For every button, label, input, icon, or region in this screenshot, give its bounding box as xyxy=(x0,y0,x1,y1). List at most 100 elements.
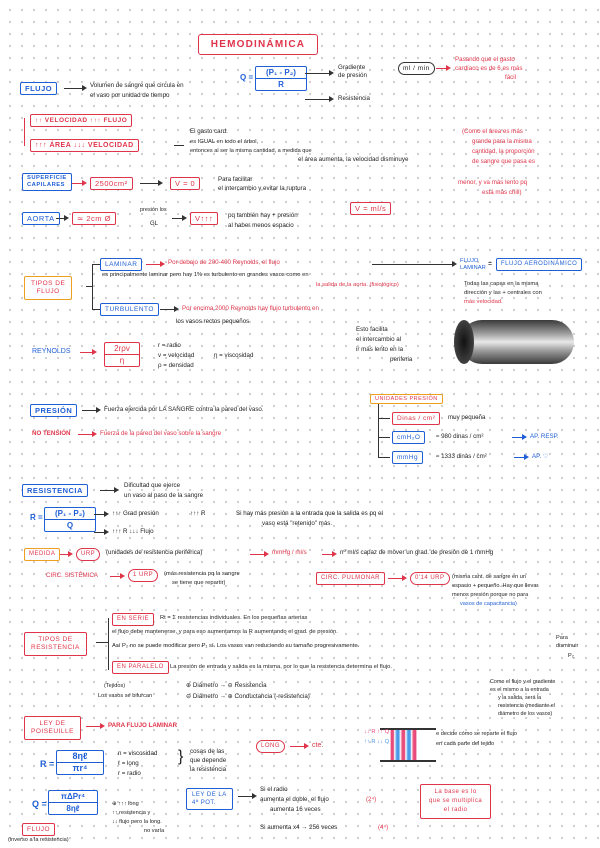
cosas-2: que depende xyxy=(190,757,226,765)
turb-2: los vasos rectos pequeños xyxy=(176,318,249,326)
res-formula: (P₁ - P₂) Q xyxy=(44,507,96,532)
poi-q-den: 8ηℓ xyxy=(49,803,97,814)
tf-line-2: FLUJO xyxy=(31,288,65,296)
connector xyxy=(96,642,108,643)
side-6: la que decide cómo se reparte el flujo xyxy=(424,730,517,738)
equals: = xyxy=(488,261,492,269)
pot-3: aumenta 16 veces xyxy=(270,806,321,814)
side-3: y la salida, será la xyxy=(498,694,541,702)
arrow-icon xyxy=(114,487,119,493)
arrow-icon xyxy=(104,529,109,535)
v-zero-2: el intercambio y evitar la ruptura xyxy=(218,185,306,193)
arrow-icon xyxy=(160,261,165,267)
rey-p: ρ = densidad xyxy=(158,362,194,370)
sup-line-1: SUPERFICIE xyxy=(27,175,67,182)
res-r1d: vaso está "retenido" más. xyxy=(262,520,332,528)
q-note-3: ↓↓ flujo pero la long. xyxy=(112,818,162,826)
connector xyxy=(238,796,252,797)
laminar-txt-3: la salida de la aorta. (fisiológico) xyxy=(316,281,399,289)
tf-line-1: TIPOS DE xyxy=(31,280,65,288)
poi-q-num: πΔPr⁴ xyxy=(49,791,97,803)
vessel-2: el intercambio al xyxy=(356,336,401,344)
par-5: ⊖ Diámetro → ⊕ Conductancia (-resistenci… xyxy=(186,693,310,701)
tr-line-2: RESISTENCIA xyxy=(31,644,80,652)
side-7: en cada parte del tejido xyxy=(436,740,494,748)
connector xyxy=(92,264,93,310)
rey-r: r = radio xyxy=(158,342,181,350)
aero-2: dirección y las + centrales con xyxy=(464,289,542,297)
laminar-label: LAMINAR xyxy=(100,258,142,271)
cosas-3: la resistencia xyxy=(190,766,226,774)
side-2: es el mismo a la entrada xyxy=(490,686,549,694)
flujo-note: (inverso a la resistencia) xyxy=(8,836,69,844)
aorta-val: ≃ 2cm Ø xyxy=(72,212,116,225)
res-r1: ↑↑↑ Grad presión xyxy=(112,510,159,518)
presion-label: PRESIÓN xyxy=(30,404,77,417)
par-4: ⊕ Diámetro → ⊖ Resistencia xyxy=(186,682,267,690)
connector xyxy=(146,264,160,265)
arrow-icon xyxy=(182,215,187,221)
poiseuille-label: LEY DE POISEUILLE xyxy=(24,716,81,740)
rey-den: η xyxy=(105,355,139,366)
arrow-icon xyxy=(68,551,73,557)
pot-5: Si aumenta x4 → 256 veces xyxy=(260,824,337,832)
connector xyxy=(512,437,522,438)
rey-num: 2rρv xyxy=(105,343,139,355)
unit-note-2: cardíaco es de 6 es más xyxy=(455,65,522,73)
area-note-6: está más chill) xyxy=(482,189,522,197)
connector xyxy=(86,726,100,727)
side-1: Como el flujo y el gradiente xyxy=(490,678,555,686)
unit-dinas: Dinas / cm² xyxy=(392,412,440,425)
tipos-flujo-label: TIPOS DE FLUJO xyxy=(24,276,72,300)
aero-1: Todas las capas en la misma xyxy=(464,280,538,288)
connector xyxy=(24,118,25,146)
turb-1: Por encima 2000 Reynolds hay flujo turbu… xyxy=(182,305,319,313)
side-4: resistencia (mediante el xyxy=(498,702,555,710)
arrow-icon xyxy=(252,793,257,799)
serie-6: P₂ xyxy=(568,652,574,660)
arrow-icon xyxy=(332,551,337,557)
turbulento-label: TURBULENTO xyxy=(100,303,159,316)
arrow-icon xyxy=(524,454,529,460)
connector xyxy=(378,404,379,458)
vessel-3: ir más lento en la xyxy=(356,346,403,354)
connector xyxy=(378,437,390,438)
sist-txt-1: (más resistencia pq la sangre xyxy=(164,570,240,578)
connector xyxy=(305,73,329,74)
urp1-badge: 1 URP xyxy=(128,569,158,582)
connector xyxy=(92,264,100,265)
gradiente-label-2: de presión xyxy=(338,72,367,80)
gasto-3: entonces al ser la misma cantidad, a med… xyxy=(190,147,312,155)
connector xyxy=(322,554,332,555)
res-formula-num: (P₁ - P₂) xyxy=(45,508,95,520)
unit-cmh2o-note: AP. RESP. xyxy=(530,433,559,441)
paralelo-label: EN PARALELO xyxy=(112,661,169,674)
poi-line-1: LEY DE xyxy=(31,720,74,728)
formula-den: R xyxy=(256,79,306,90)
arrow-icon xyxy=(96,407,101,413)
resistencia-arrow-label: Resistencia xyxy=(338,95,370,103)
connector xyxy=(305,99,329,100)
serie-5: disminuir xyxy=(556,642,578,650)
pulm-4: vasos de capacitancia) xyxy=(460,600,517,608)
v-units: V = ml/s xyxy=(350,202,391,215)
res-r1b: ↑↑↑ R xyxy=(190,510,205,518)
pulm-2: espacio + pequeño. Hay que llevar xyxy=(452,582,538,590)
area-note-1: (Como el área es más xyxy=(462,128,523,136)
flujo-formula: (P₁ - P₂) R xyxy=(255,66,307,91)
connector xyxy=(372,264,452,265)
par-3: Los vasos se bifurcan xyxy=(98,692,152,700)
arrow-icon xyxy=(82,180,87,186)
v-zero-1: Para facilitar xyxy=(218,176,252,184)
area-note-5: menor, y va más lento pq xyxy=(458,179,527,187)
ley-r4-1: LEY DE LA xyxy=(192,791,227,799)
connector xyxy=(64,88,82,89)
unit-badge: ml / min xyxy=(398,62,435,75)
poi-n3: r = radio xyxy=(118,770,141,778)
circ-sist-label: CIRC. SISTÉMICA xyxy=(46,572,98,580)
area-note-2: grande para la misma xyxy=(472,138,532,146)
arrow-icon xyxy=(100,723,105,729)
poi-para: PARA FLUJO LAMINAR xyxy=(108,722,177,730)
connector xyxy=(108,618,109,670)
